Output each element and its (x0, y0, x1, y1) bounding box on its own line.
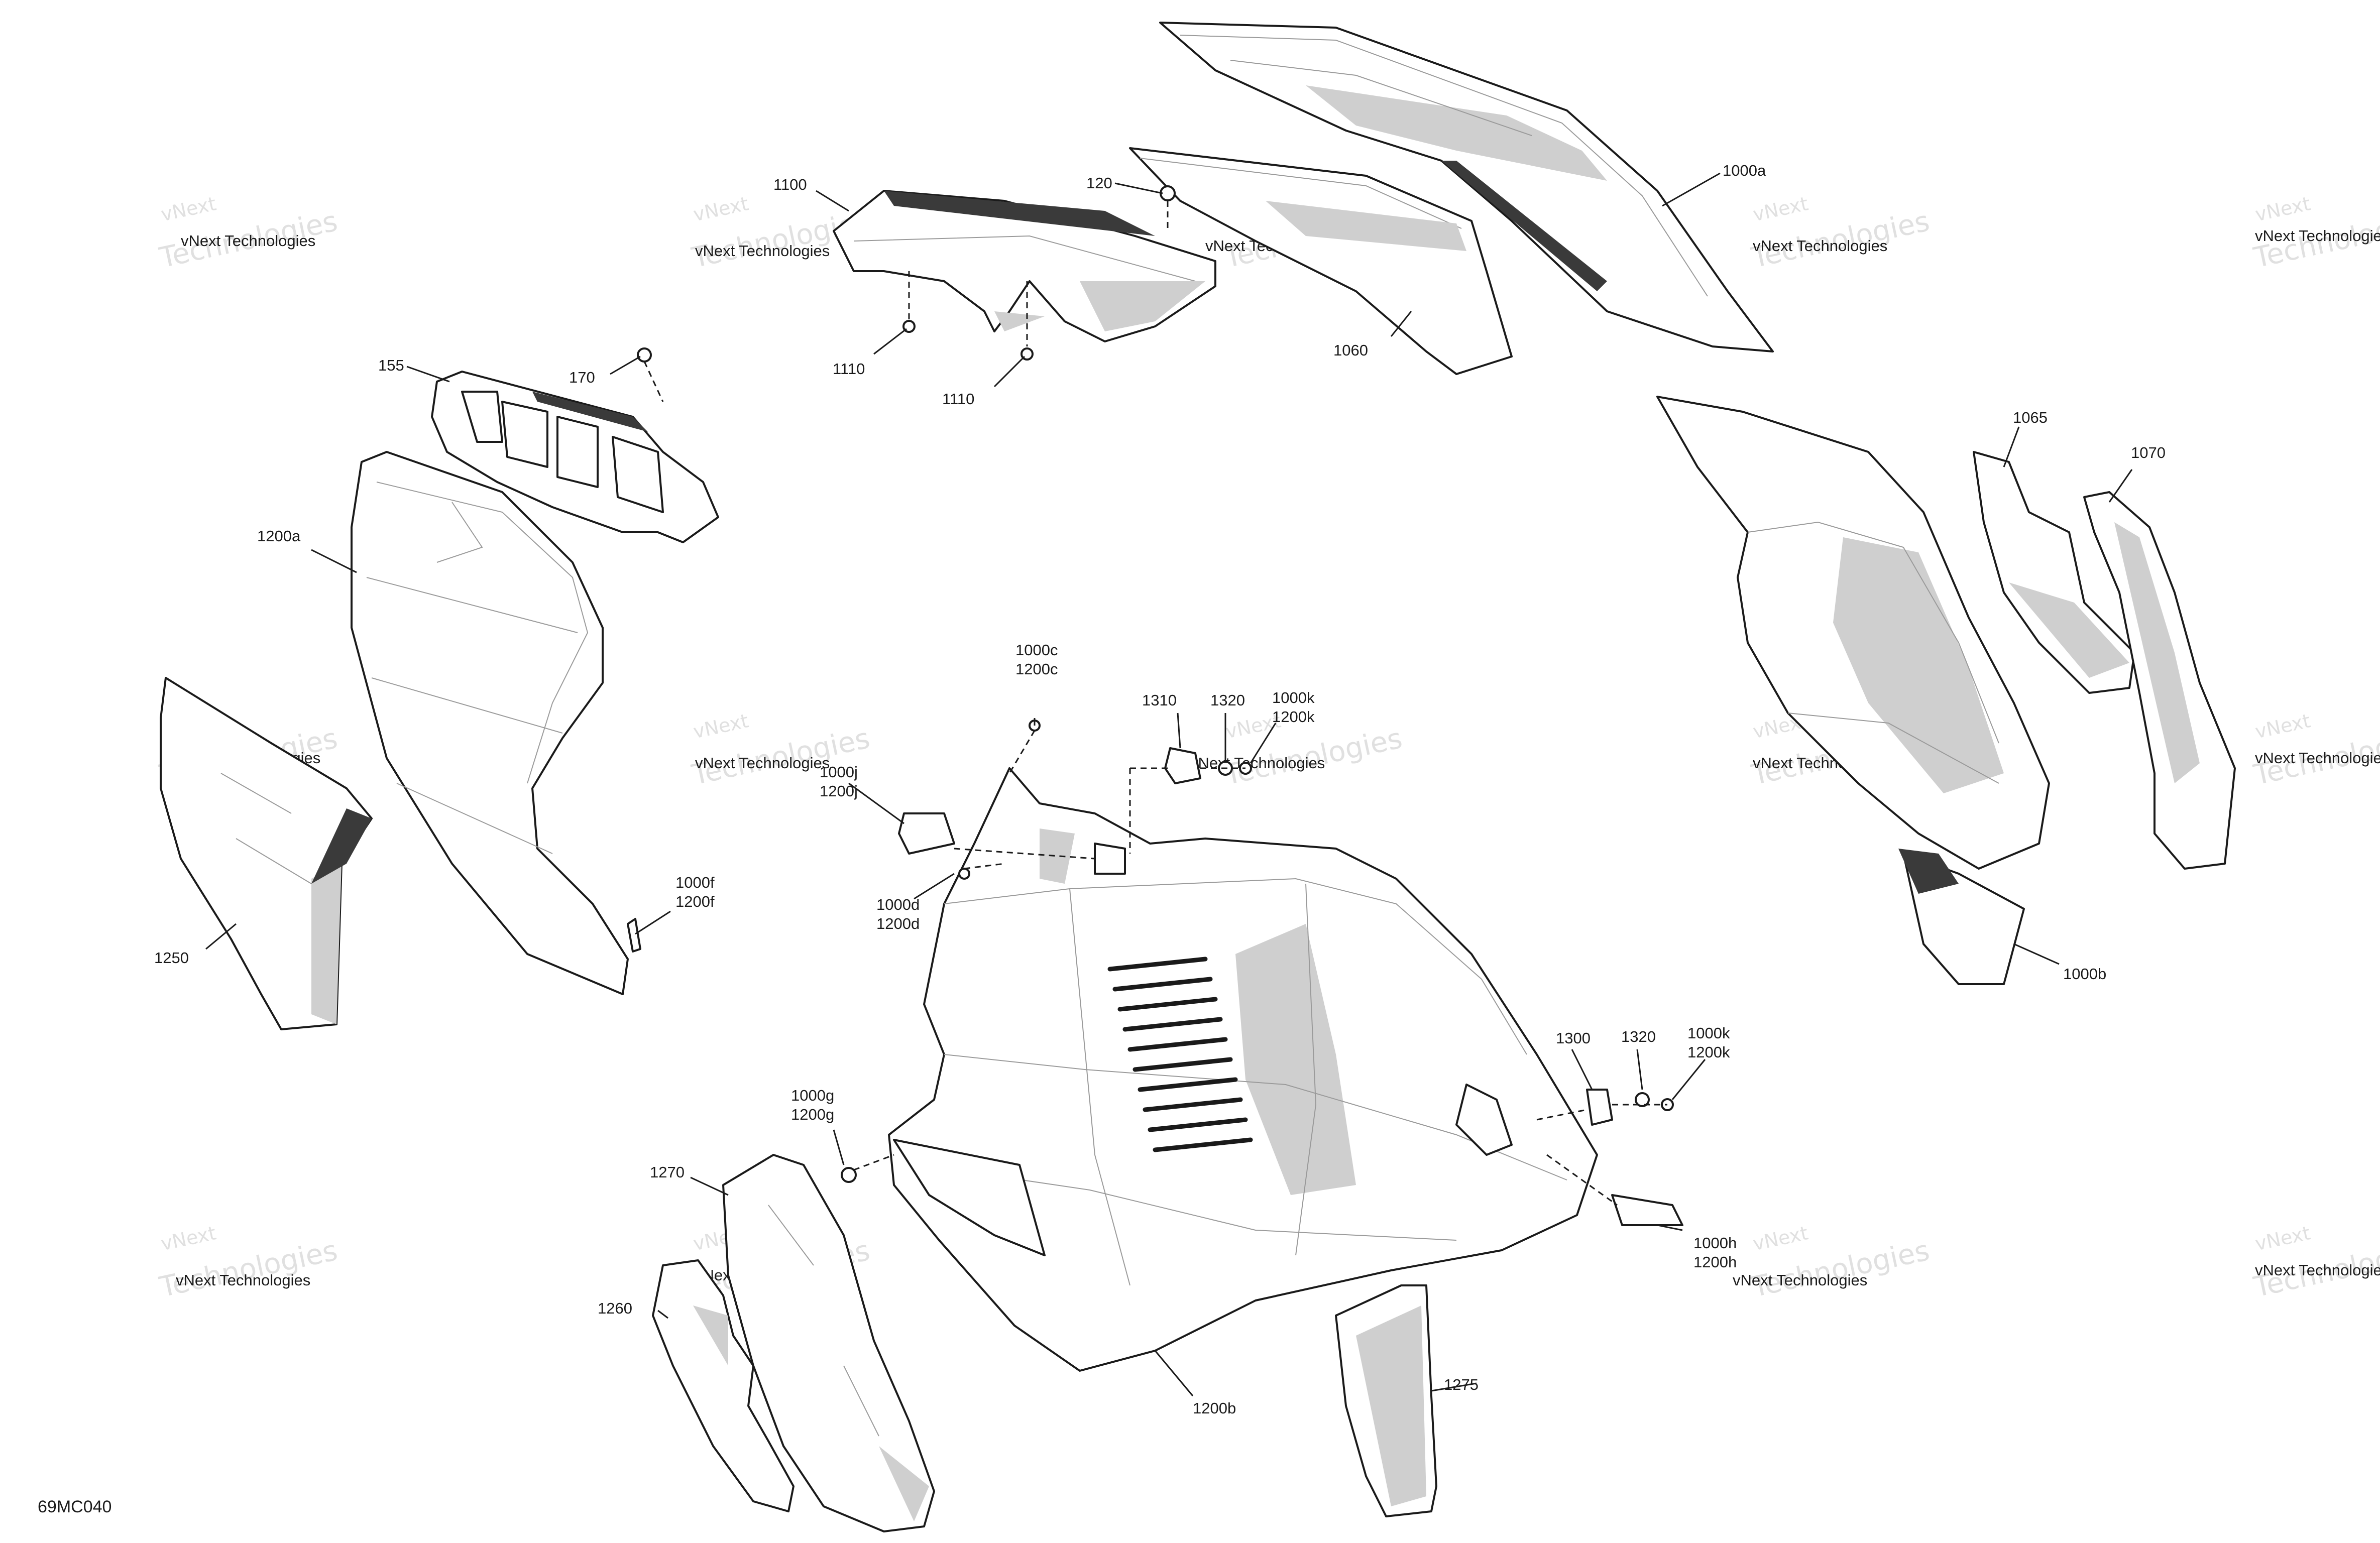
callout-1000c: 1000c (1015, 641, 1058, 659)
svg-text:vNext: vNext (1751, 192, 1810, 225)
part-1250-left-side-cover (160, 677, 373, 1030)
callout-1200h: 1200h (1693, 1253, 1737, 1271)
svg-text:vNext: vNext (2253, 709, 2312, 743)
vent-ribs-1000a (1441, 161, 1607, 291)
watermark-14: vNext Technologies vNext Technologies (1733, 1222, 1933, 1303)
callout-1110-b: 1110 (942, 390, 974, 408)
callout-1260: 1260 (598, 1299, 632, 1317)
callout-1110-a: 1110 (833, 360, 865, 378)
callout-1320-a: 1320 (1210, 691, 1245, 709)
callout-1250: 1250 (154, 949, 189, 967)
callout-1060: 1060 (1333, 341, 1368, 359)
part-1065-bracket (1973, 451, 2135, 694)
callout-1000b: 1000b (2063, 965, 2106, 983)
callout-1300: 1300 (1556, 1029, 1591, 1047)
grommet-1300 (1586, 1089, 1613, 1126)
svg-text:vNext Technologies: vNext Technologies (1733, 1271, 1867, 1289)
callout-1275: 1275 (1444, 1376, 1479, 1393)
clip-1000h (1611, 1194, 1683, 1226)
svg-text:vNext Technologies: vNext Technologies (2255, 227, 2380, 245)
part-1260-lower-bracket (652, 1259, 795, 1512)
callout-1200c: 1200c (1015, 660, 1058, 678)
part-1070-side-strip (2083, 491, 2236, 870)
watermark-10: vNext Technologies vNext Technologies (2250, 709, 2380, 791)
callout-120: 120 (1086, 174, 1112, 192)
clip-1000j (898, 812, 955, 855)
callout-1000h: 1000h (1693, 1234, 1737, 1252)
part-1100-cowl (833, 190, 1216, 342)
svg-text:vNext Technologies: vNext Technologies (2255, 1261, 2380, 1279)
svg-text:vNext: vNext (2253, 192, 2312, 225)
callout-1200k-a: 1200k (1272, 708, 1315, 726)
callout-1200f: 1200f (675, 893, 715, 910)
diagram-code: 69MC040 (38, 1497, 111, 1516)
callout-1000k-a: 1000k (1272, 689, 1315, 706)
svg-text:vNext Technologies: vNext Technologies (2255, 749, 2380, 767)
callout-1000a: 1000a (1723, 162, 1766, 179)
callout-1200a: 1200a (257, 527, 301, 545)
part-1270-lower-cover (722, 1154, 935, 1532)
watermark-15: vNext Technologies vNext Technologies (2250, 1222, 2380, 1303)
part-1000a-top-panel (1159, 22, 1774, 352)
callout-1000g: 1000g (791, 1087, 834, 1104)
part-1200a-left-panel (351, 451, 629, 995)
watermark-1: vNext Technologies vNext Technologies (156, 192, 340, 274)
callout-labels: 1100 120 1000a 1110 1110 1060 155 170 12… (154, 162, 2166, 1417)
callout-1100: 1100 (773, 176, 807, 193)
callout-1200d: 1200d (876, 915, 920, 932)
screw-170 (637, 347, 652, 363)
screw-120 (1160, 185, 1176, 201)
callout-1000d: 1000d (876, 896, 920, 913)
watermark-11: vNext Technologies vNext Technologies (156, 1222, 340, 1303)
callout-1270: 1270 (650, 1163, 685, 1181)
washer-1320-b (1635, 1092, 1650, 1107)
callout-1200k-b: 1200k (1687, 1043, 1730, 1061)
callout-1065: 1065 (2013, 409, 2048, 426)
grommet-1000g (841, 1167, 857, 1183)
callout-1320-b: 1320 (1621, 1028, 1656, 1045)
callout-1200b: 1200b (1193, 1399, 1236, 1417)
assembly-dashed-lines (643, 201, 1667, 1206)
connector-1000d-body (1094, 843, 1126, 875)
part-1000b-right-assembly (1656, 396, 2050, 985)
svg-text:vNext: vNext (691, 192, 750, 225)
callout-1310: 1310 (1142, 691, 1177, 709)
callout-1000k-b: 1000k (1687, 1024, 1730, 1042)
callout-155: 155 (378, 357, 404, 374)
callout-1200g: 1200g (791, 1106, 834, 1123)
clip-1310 (1164, 747, 1201, 784)
callout-1200j: 1200j (820, 782, 858, 800)
svg-text:vNext: vNext (1751, 1222, 1810, 1255)
hardware-items (627, 185, 1683, 1226)
svg-text:vNext Technologies: vNext Technologies (695, 754, 830, 772)
svg-text:vNext Technologies: vNext Technologies (176, 1271, 310, 1289)
watermark-4: vNext Technologies vNext Technologies (1748, 192, 1932, 274)
part-1200b-main-body (888, 767, 1598, 1372)
svg-text:vNext Technologies: vNext Technologies (1190, 754, 1325, 772)
part-1060-side-panel (1129, 147, 1513, 375)
callout-1000f: 1000f (675, 874, 715, 891)
vent-slots-1200b (1107, 957, 1253, 1152)
svg-text:vNext Technologies: vNext Technologies (1753, 237, 1887, 255)
watermark-company: vNext Technologies (181, 232, 315, 250)
svg-text:vNext: vNext (2253, 1222, 2312, 1255)
screw-1000d (958, 868, 970, 880)
part-1275-bottom-panel (1335, 1284, 1437, 1517)
svg-text:vNext: vNext (691, 709, 750, 743)
callout-1070: 1070 (2131, 444, 2166, 461)
callout-170: 170 (569, 369, 595, 386)
leader-lines (205, 172, 2133, 1396)
watermark-5: vNext Technologies vNext Technologies (2250, 192, 2380, 274)
clip-1000f (627, 918, 641, 953)
svg-text:vNext: vNext (159, 1222, 218, 1255)
part-155-grille (431, 371, 719, 543)
callout-1000j: 1000j (820, 763, 858, 781)
svg-text:vNext Technologies: vNext Technologies (695, 242, 830, 260)
svg-text:vNext: vNext (159, 192, 218, 225)
